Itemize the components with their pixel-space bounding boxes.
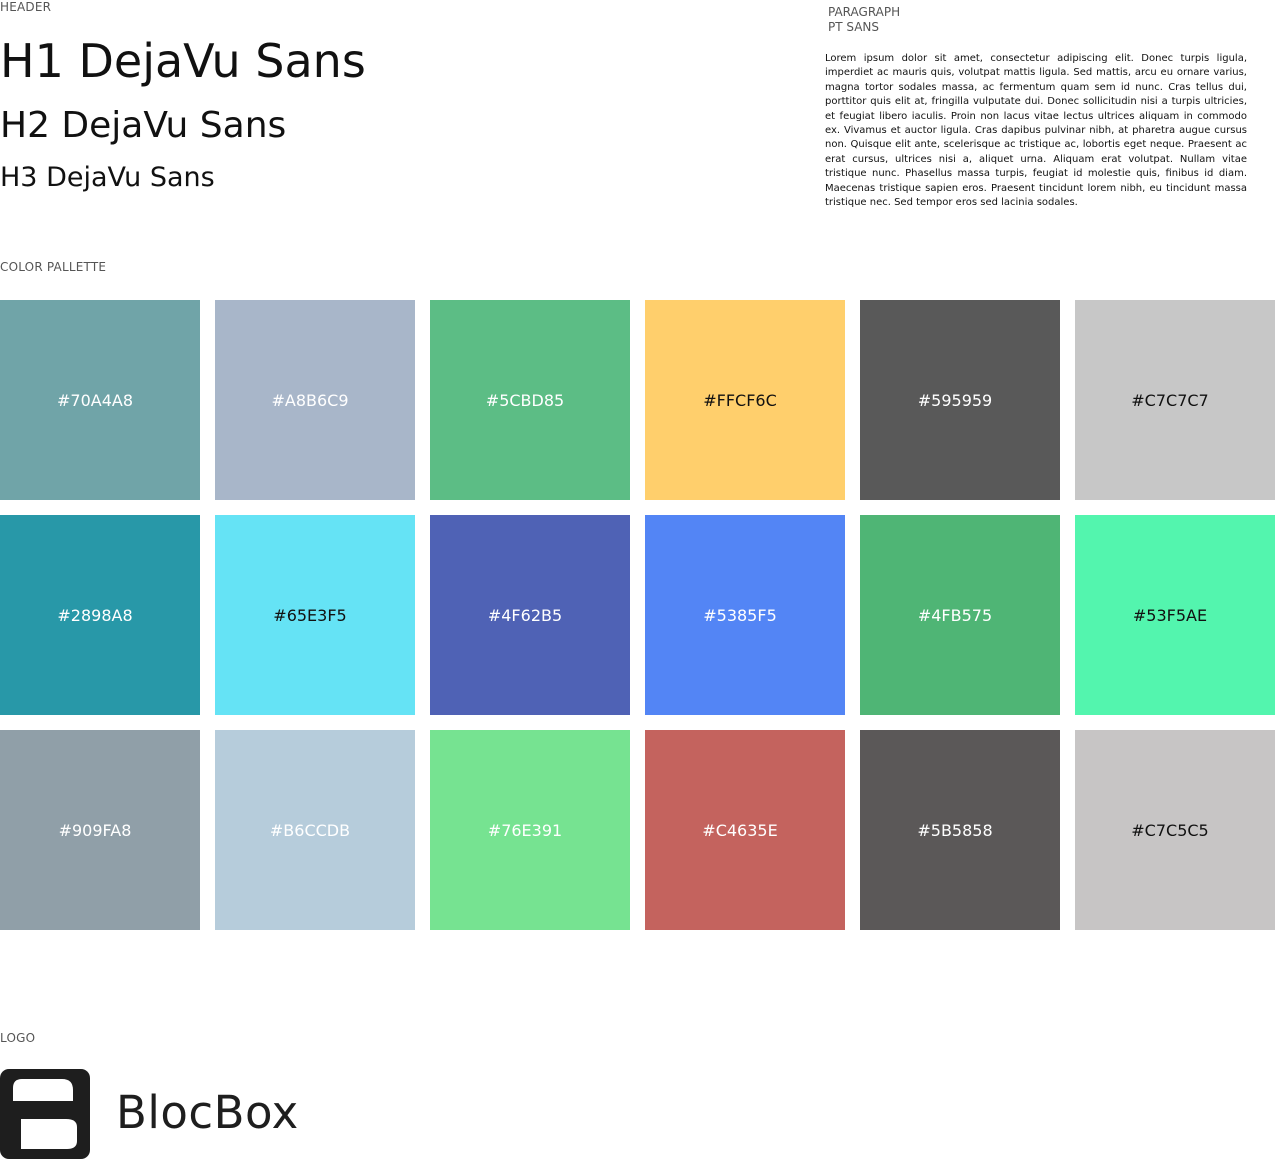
paragraph-label: PARAGRAPH <box>828 5 901 19</box>
logo-section-label: LOGO <box>0 1031 36 1045</box>
color-swatch: #5385F5 <box>645 515 845 715</box>
color-swatch-hex-label: #2898A8 <box>57 605 133 625</box>
paragraph-sample-text: Lorem ipsum dolor sit amet, consectetur … <box>825 53 1247 209</box>
header-section-label: HEADER <box>0 0 52 14</box>
color-palette-grid: #70A4A8 #A8B6C9 #5CBD85 #FFCF6C #595959 #C7C7… <box>0 300 1275 930</box>
color-swatch-hex-label: #5CBD85 <box>485 390 565 410</box>
color-swatch: #FFCF6C <box>645 300 845 500</box>
color-swatch-hex-label: #909FA8 <box>58 820 132 840</box>
h3-sample: H3 DejaVu Sans <box>0 162 215 193</box>
color-swatch: #5B5858 <box>860 730 1060 930</box>
color-swatch-hex-label: #76E391 <box>487 820 563 840</box>
color-swatch: #65E3F5 <box>215 515 415 715</box>
h1-sample: H1 DejaVu Sans <box>0 34 366 88</box>
color-swatch: #2898A8 <box>0 515 200 715</box>
color-swatch: #C4635E <box>645 730 845 930</box>
color-swatch: #B6CCDB <box>215 730 415 930</box>
color-swatch-hex-label: #A8B6C9 <box>271 390 349 410</box>
paragraph-section-label: PARAGRAPH PT SANS <box>828 5 900 35</box>
color-swatch-hex-label: #C7C7C7 <box>1131 390 1209 410</box>
color-swatch-hex-label: #4F62B5 <box>487 605 563 625</box>
color-swatch: #76E391 <box>430 730 630 930</box>
color-swatch-hex-label: #70A4A8 <box>56 390 133 410</box>
palette-section-label: COLOR PALLETTE <box>0 260 107 274</box>
blocbox-wordmark: BlocBox <box>116 1086 299 1139</box>
color-swatch: #4FB575 <box>860 515 1060 715</box>
color-swatch: #A8B6C9 <box>215 300 415 500</box>
color-swatch-hex-label: #65E3F5 <box>273 605 347 625</box>
color-swatch-hex-label: #FFCF6C <box>703 390 777 410</box>
color-swatch-hex-label: #595959 <box>917 390 993 410</box>
color-swatch: #53F5AE <box>1075 515 1275 715</box>
paragraph-font-label: PT SANS <box>828 20 880 34</box>
color-swatch-hex-label: #53F5AE <box>1132 605 1208 625</box>
color-swatch-hex-label: #5385F5 <box>703 605 777 625</box>
color-swatch-hex-label: #4FB575 <box>917 605 993 625</box>
color-swatch: #C7C5C5 <box>1075 730 1275 930</box>
color-swatch: #4F62B5 <box>430 515 630 715</box>
blocbox-b-icon <box>0 1069 90 1159</box>
h2-sample: H2 DejaVu Sans <box>0 105 287 146</box>
color-swatch-hex-label: #B6CCDB <box>269 820 351 840</box>
color-swatch: #5CBD85 <box>430 300 630 500</box>
color-swatch: #595959 <box>860 300 1060 500</box>
color-swatch: #C7C7C7 <box>1075 300 1275 500</box>
color-swatch-hex-label: #C7C5C5 <box>1131 820 1209 840</box>
color-swatch-hex-label: #5B5858 <box>917 820 993 840</box>
color-swatch: #70A4A8 <box>0 300 200 500</box>
color-swatch-hex-label: #C4635E <box>702 820 778 840</box>
color-swatch: #909FA8 <box>0 730 200 930</box>
